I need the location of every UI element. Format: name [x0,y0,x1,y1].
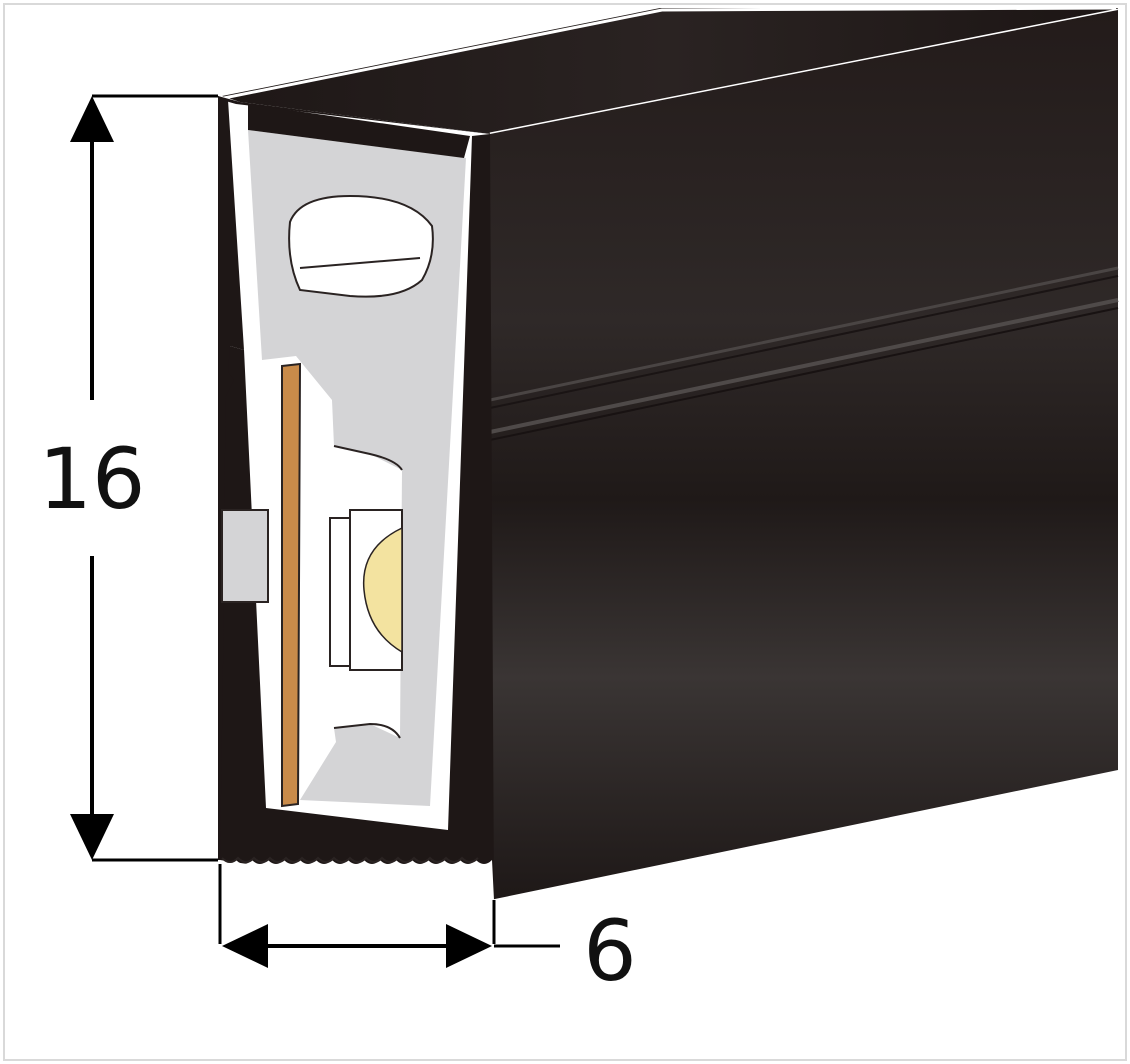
top-cap-strip [248,104,470,158]
diffuser-cavity [248,130,466,806]
height-arrow-up [70,96,114,142]
width-arrow-right [446,924,492,968]
side-groove-shadow [489,275,1119,409]
width-label: 6 [583,902,636,1000]
pcb-strip [281,362,302,808]
serrated-bottom [220,860,494,900]
width-arrow-left [222,924,268,968]
side-groove-ridge [489,298,1119,434]
serrated-edge-line [221,856,479,863]
frame-border [3,3,1127,1061]
top-edge-highlight [223,6,1117,100]
led-lens [362,526,403,654]
profile-top-face [222,8,1118,134]
height-arrow-down [70,814,114,860]
lower-notch [333,722,401,739]
upper-slot-line [299,257,421,269]
profile-side-face [490,10,1118,900]
height-label: 16 [39,430,146,528]
left-clip-tab [221,509,269,603]
upper-slot [288,194,434,298]
left-wall [218,96,268,860]
upper-notch [333,445,403,471]
side-groove-upper [489,266,1119,402]
side-groove-ridge-shadow [489,307,1119,441]
